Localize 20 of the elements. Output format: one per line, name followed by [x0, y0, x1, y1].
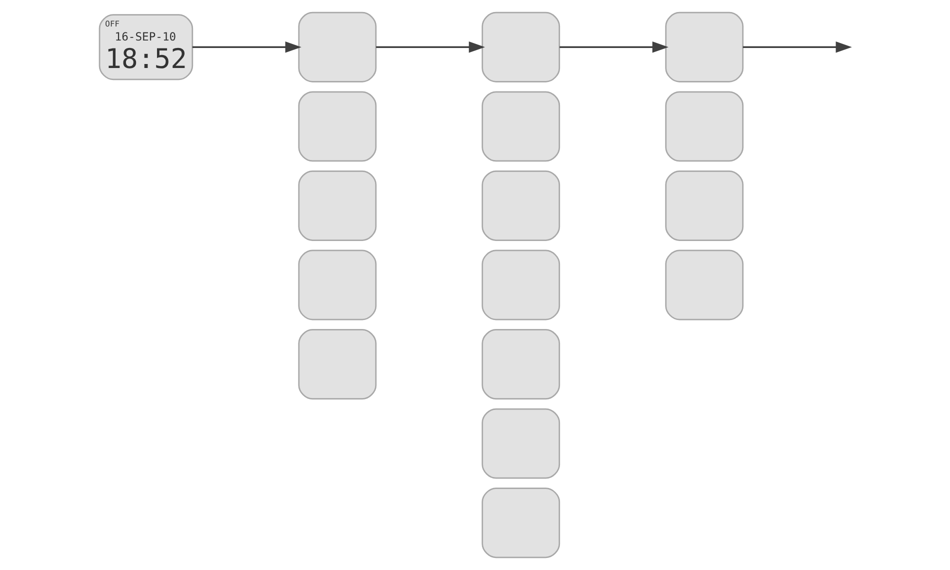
node-box: [482, 488, 560, 558]
node-box: [482, 91, 560, 162]
node-box: [298, 12, 377, 82]
node-box: [665, 250, 744, 320]
arrow: [192, 42, 302, 53]
node-box: [665, 91, 744, 162]
arrow: [376, 42, 485, 53]
node-box: [482, 170, 560, 241]
node-box: [482, 408, 560, 479]
node-box: [665, 170, 744, 241]
node-box: [482, 250, 560, 320]
node-box: [482, 329, 560, 400]
node-box: [482, 12, 560, 82]
node-box: [298, 91, 377, 162]
node-box: [298, 170, 377, 241]
node-box: [298, 250, 377, 320]
arrow: [742, 42, 852, 53]
arrow: [560, 42, 668, 53]
node-box: [298, 329, 377, 400]
node-box: [665, 12, 744, 82]
